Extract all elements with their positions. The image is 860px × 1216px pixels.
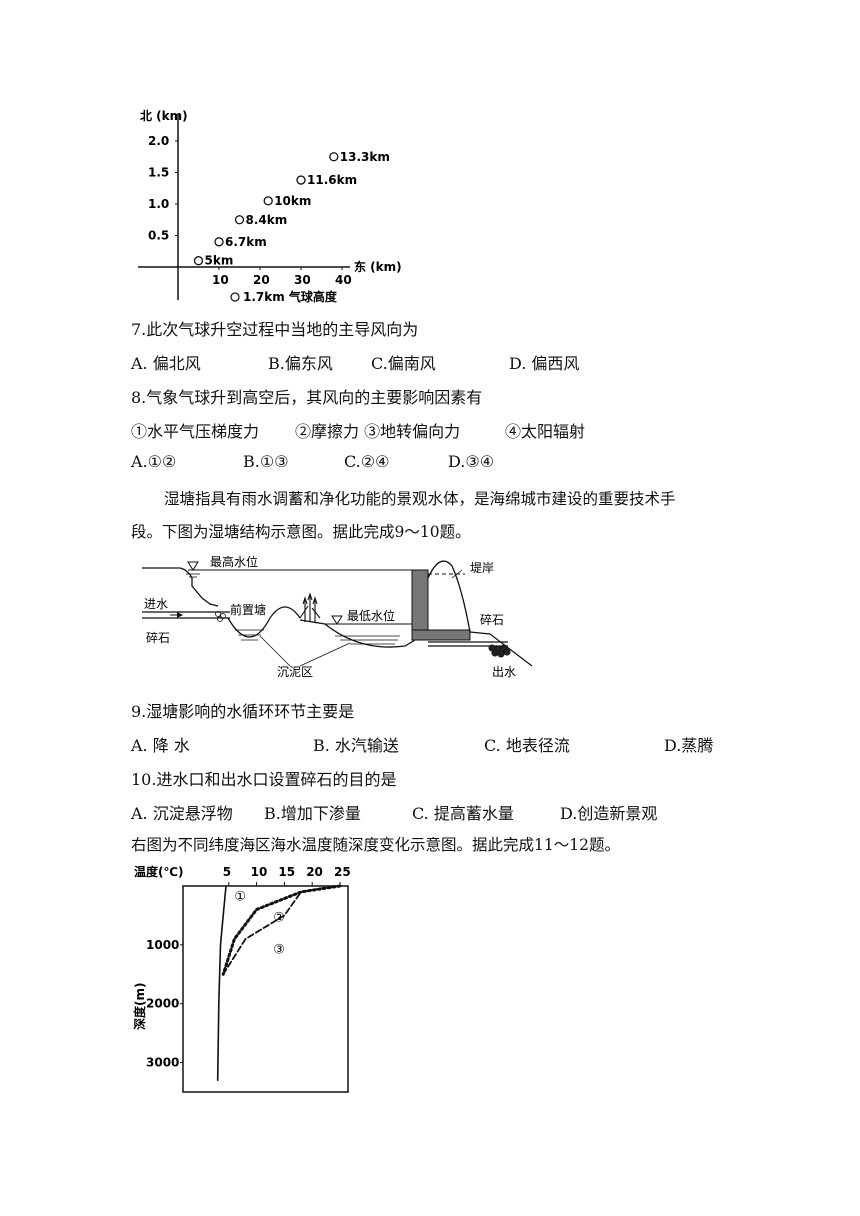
y-tick-label: 1000	[146, 938, 179, 952]
wetland-intro-line1: 湿塘指具有雨水调蓄和净化功能的景观水体，是海绵城市建设的重要技术手	[164, 490, 676, 508]
chart-frame	[182, 885, 349, 1093]
q10-option-b[interactable]: B.增加下渗量	[264, 804, 361, 823]
sediment-label: 沉泥区	[277, 665, 313, 679]
outlet-gravel	[488, 644, 511, 658]
balloon-point	[263, 196, 273, 206]
y-tick-label: 0.5	[148, 229, 169, 243]
q7-option-a[interactable]: A. 偏北风	[131, 354, 201, 373]
series-line	[222, 885, 336, 976]
x-tick-label: 25	[334, 865, 351, 879]
min-level-marker	[331, 615, 343, 625]
x-tick-label: 5	[223, 865, 231, 879]
balloon-point	[329, 152, 339, 162]
q8-factor-4: ④太阳辐射	[505, 422, 586, 441]
q10-option-a[interactable]: A. 沉淀悬浮物	[131, 804, 233, 823]
q8-stem: 8.气象气球升到高空后，其风向的主要影响因素有	[131, 388, 483, 407]
y-tick-label: 1.0	[148, 197, 169, 211]
balloon-point-label: 5km	[205, 254, 234, 268]
ocean-intro: 右图为不同纬度海区海水温度随深度变化示意图。据此完成11～12题。	[131, 836, 620, 854]
q8-factor-2-3: ②摩擦力 ③地转偏向力	[295, 422, 461, 441]
y-tick-label: 1.5	[148, 166, 169, 180]
balloon-point	[214, 237, 224, 247]
q8-factor-1: ①水平气压梯度力	[131, 422, 260, 441]
inflow-label: 进水	[144, 597, 168, 611]
q7-stem: 7.此次气球升空过程中当地的主导风向为	[131, 320, 419, 339]
x-tick-label: 10	[251, 865, 268, 879]
x-tick-label: 15	[278, 865, 295, 879]
q9-option-c[interactable]: C. 地表径流	[484, 736, 570, 755]
inlet-gravel	[215, 611, 226, 622]
y-tick-label: 3000	[146, 1056, 179, 1070]
balloon-point-label: 8.4km	[246, 213, 288, 227]
series-line	[216, 885, 227, 1081]
x-tick-label: 20	[306, 865, 323, 879]
min-level-label: 最低水位	[347, 608, 395, 623]
balloon-point	[296, 175, 306, 185]
y-axis-label: 北 (km)	[140, 108, 188, 123]
mound	[269, 606, 301, 619]
dike	[427, 560, 471, 633]
x-tick-label: 10	[212, 273, 229, 287]
q10-option-c[interactable]: C. 提高蓄水量	[412, 804, 514, 823]
ocean-temp-depth-chart: 温度(℃) 深度(m) 5 10 15 20 25 1000 2000 3000 ① ② ③	[132, 864, 351, 1093]
forebay-basin	[227, 617, 271, 638]
q9-stem: 9.湿塘影响的水循环环节主要是	[131, 702, 355, 721]
balloon-point	[193, 256, 204, 266]
gravel-right-label: 碎石	[480, 612, 504, 627]
chart-ylabel: 深度(m)	[132, 983, 147, 1030]
forebay-label: 前置塘	[230, 602, 266, 617]
legend-text: 1.7km 气球高度	[243, 289, 338, 304]
main-pond-bottom	[299, 619, 416, 648]
x-axis-label: 东 (km)	[354, 259, 402, 274]
q8-option-a[interactable]: A.①②	[131, 452, 177, 471]
x-tick-label: 30	[294, 273, 311, 287]
series-label: ③	[273, 943, 285, 958]
max-level-marker	[187, 561, 199, 571]
wetland-intro-line2: 段。下图为湿塘结构示意图。据此完成9～10题。	[131, 523, 471, 541]
balloon-point-label: 6.7km	[225, 235, 267, 249]
q8-option-d[interactable]: D.③④	[448, 452, 495, 471]
series-label: ①	[234, 890, 246, 905]
max-level-label: 最高水位	[210, 554, 258, 569]
wetland-diagram: 最高水位 进水 碎石 前置塘 最低水位 沉泥区 堤岸	[142, 554, 533, 679]
balloon-trajectory-chart: 北 (km) 2.0 1.5 1.0 0.5 10 20 30 40 5km 6.7km 8.4…	[138, 108, 402, 304]
q10-stem: 10.进水口和出水口设置碎石的目的是	[131, 770, 397, 789]
chart-xlabel: 温度(℃)	[134, 864, 184, 879]
legend-marker	[230, 292, 240, 302]
q10-option-d[interactable]: D.创造新景观	[560, 804, 658, 823]
wetland-plants	[299, 592, 321, 622]
x-tick-label: 40	[335, 273, 352, 287]
balloon-point-label: 13.3km	[340, 150, 390, 164]
y-tick-label: 2.0	[148, 134, 169, 148]
bank-label: 堤岸	[470, 561, 494, 575]
q8-option-b[interactable]: B.①③	[243, 452, 289, 471]
q8-option-c[interactable]: C.②④	[344, 452, 390, 471]
x-tick-label: 20	[253, 273, 270, 287]
q7-option-c[interactable]: C.偏南风	[371, 354, 436, 373]
gravel-left-label: 碎石	[146, 630, 170, 645]
outflow-label: 出水	[492, 665, 516, 679]
balloon-point-label: 11.6km	[307, 173, 357, 187]
y-tick-label: 2000	[146, 997, 179, 1011]
balloon-point	[234, 215, 245, 225]
q7-option-b[interactable]: B.偏东风	[268, 354, 333, 373]
series-label: ②	[273, 910, 285, 925]
q9-option-d[interactable]: D.蒸腾	[664, 736, 714, 755]
balloon-point-label: 10km	[274, 194, 311, 208]
q7-option-d[interactable]: D. 偏西风	[509, 354, 580, 373]
q9-option-b[interactable]: B. 水汽输送	[313, 736, 399, 755]
q9-option-a[interactable]: A. 降 水	[131, 736, 190, 755]
